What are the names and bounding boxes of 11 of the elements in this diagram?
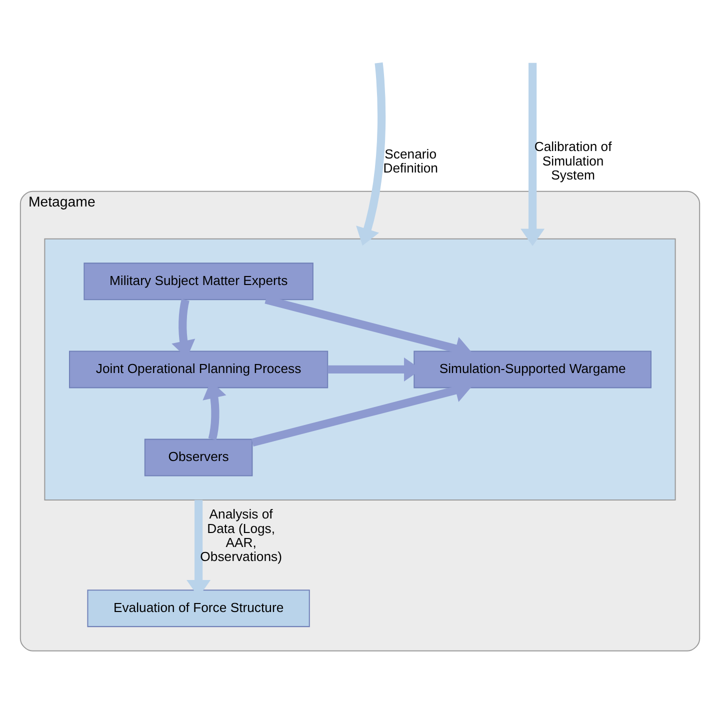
arrow [356, 62, 386, 246]
node-box: Observers [144, 438, 253, 476]
cluster [44, 238, 676, 501]
node-box: Military Subject Matter Experts [84, 262, 314, 300]
node-box: Joint Operational Planning Process [69, 350, 328, 388]
edge-label: Analysis of Data (Logs, AAR, Observations) [200, 506, 282, 564]
edge-label: Calibration of Simulation System [534, 139, 612, 183]
edge-label: Scenario Definition [383, 146, 438, 176]
node-box: Evaluation of Force Structure [87, 590, 310, 628]
arrow [520, 62, 545, 246]
node-box: Simulation-Supported Wargame [414, 350, 652, 388]
